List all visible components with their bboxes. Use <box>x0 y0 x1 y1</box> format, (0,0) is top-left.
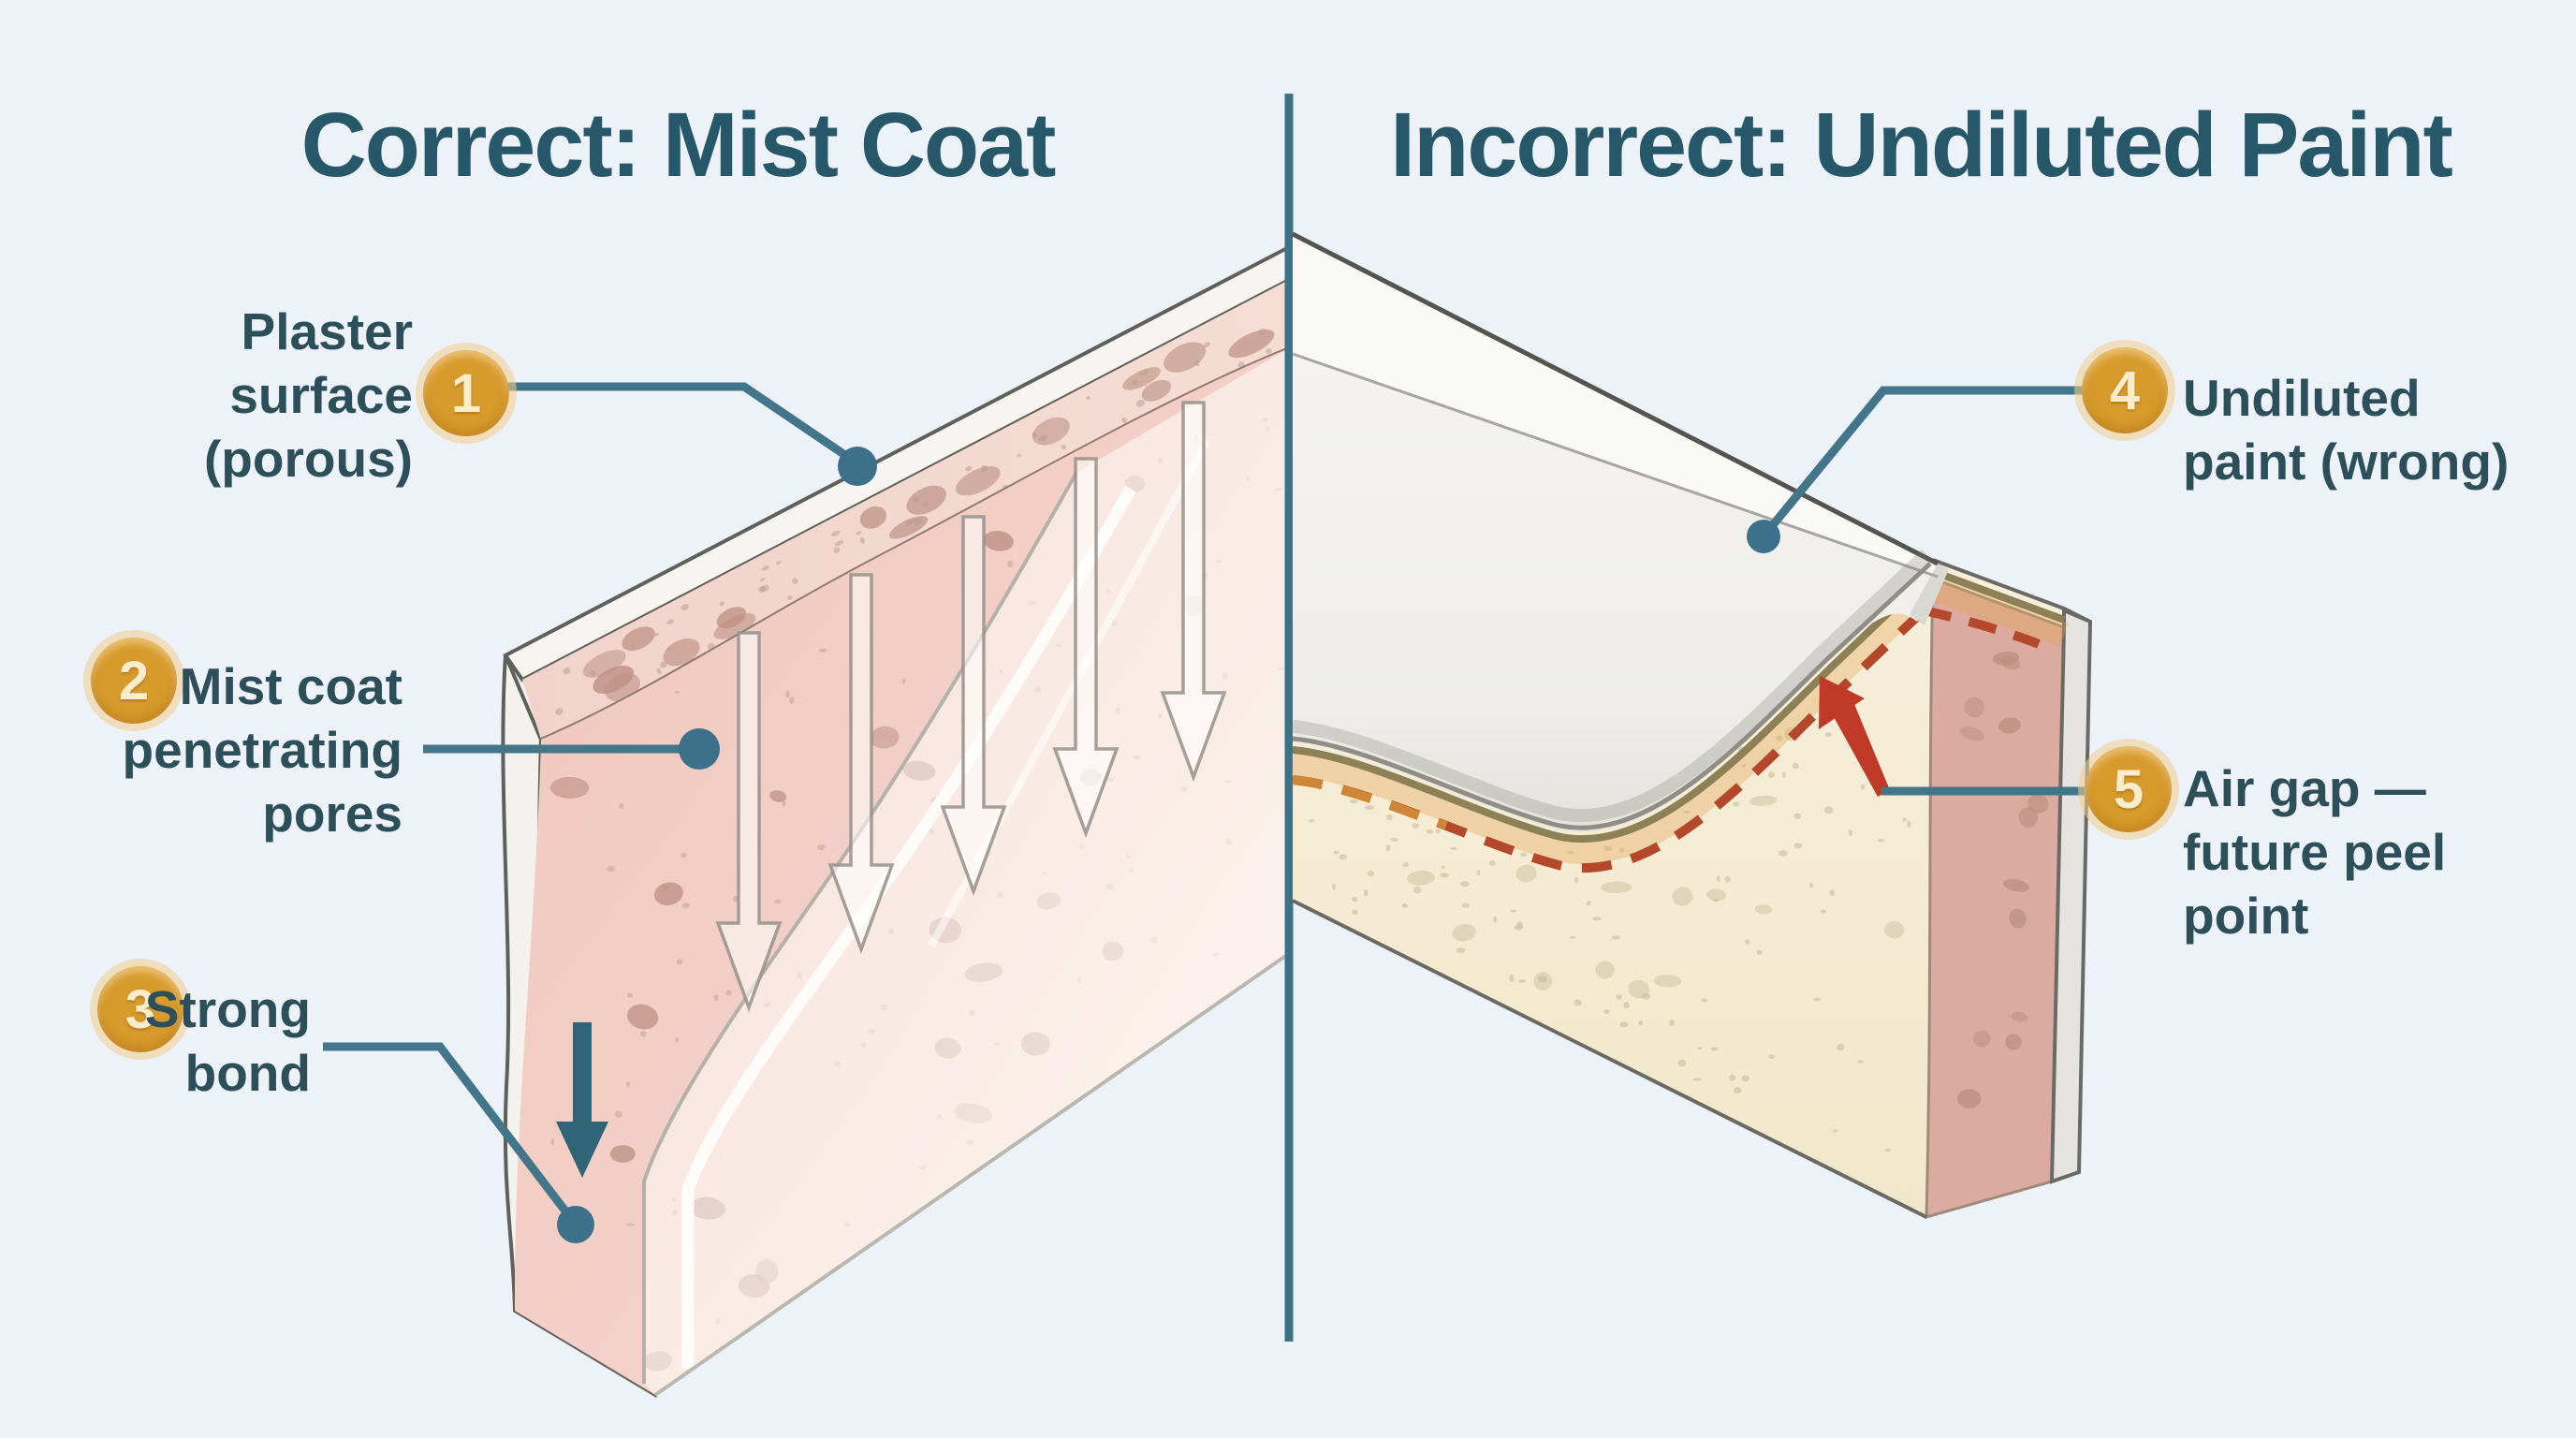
right-panel-title: Incorrect: Undiluted Paint <box>1390 94 2453 196</box>
callout-3-label: Strong bond <box>144 980 311 1102</box>
wall-side-face <box>1925 576 2067 1219</box>
callout-5-label: Air gap — future peel point <box>2183 759 2447 945</box>
paint-slab-underside-line <box>1292 562 1932 830</box>
plaster-top-pores <box>555 328 1275 715</box>
leader-dot-4 <box>1747 520 1780 553</box>
paint-slab-back-line <box>1291 231 1939 566</box>
glaze-band <box>1291 574 2069 865</box>
paint-slab-crease-line <box>1292 352 1939 579</box>
wall-bottom-edge-line <box>1292 899 1927 1219</box>
down-arrow-icon <box>827 573 895 955</box>
callout-5-badge: 5 <box>2086 746 2172 832</box>
leader-dot-3 <box>557 1206 594 1243</box>
down-arrow-icon <box>1052 457 1120 839</box>
peel-point-arrow-icon <box>1819 676 1890 797</box>
down-arrow-icon <box>715 631 783 1013</box>
mist-coat-fold-line <box>928 438 1211 947</box>
wall-top-corner-line <box>1932 558 2091 624</box>
callout-2-label: Mist coat penetrating pores <box>122 657 402 843</box>
leader-dot-1 <box>838 447 877 486</box>
callout-4-badge: 4 <box>2082 347 2168 433</box>
callout-5-number: 5 <box>2113 758 2144 820</box>
wall-side-pores <box>1956 652 2049 1108</box>
callout-1-label: Plaster surface (porous) <box>203 302 413 488</box>
callout-2-number: 2 <box>118 650 150 712</box>
plaster-top-surface <box>522 281 1287 740</box>
down-arrow-icon <box>1160 401 1227 783</box>
paint-underside-shadow <box>1292 549 1931 823</box>
callout-1-badge: 1 <box>423 350 509 436</box>
callout-4-number: 4 <box>2109 360 2141 421</box>
mist-coat-bottom-edge <box>653 953 1289 1397</box>
paint-slab-top-face <box>1293 234 1938 577</box>
wall-top-edge-line <box>1292 566 2066 844</box>
leader-line-1 <box>508 382 860 467</box>
air-gap-dashed-line-right <box>1922 606 2041 649</box>
callout-3-badge: 3 <box>97 966 183 1052</box>
leader-line-4 <box>1760 386 2083 539</box>
callout-4-label: Undiluted paint (wrong) <box>2183 369 2510 491</box>
mist-penetration-arrows <box>715 401 1227 1013</box>
mist-coat-edge-line <box>642 472 1078 1384</box>
right-wall-cutaway <box>1291 231 2093 1219</box>
air-gap-dashed-line <box>1292 607 1927 873</box>
paint-slab-end-edge <box>1910 564 1949 625</box>
left-wall-cutaway <box>323 244 1289 1399</box>
callout-2-badge: 2 <box>91 638 177 724</box>
air-gap-dashed-line-orange <box>1292 775 1448 830</box>
leader-dot-2 <box>679 728 720 770</box>
callout-1-number: 1 <box>450 362 482 424</box>
callout-3-number: 3 <box>124 978 156 1040</box>
down-arrow-icon <box>940 515 1007 897</box>
plaster-speckles <box>1309 624 1911 1152</box>
leader-line-3 <box>323 1042 579 1227</box>
left-panel-title: Correct: Mist Coat <box>300 94 1057 196</box>
strong-bond-arrow-icon <box>556 1022 608 1178</box>
